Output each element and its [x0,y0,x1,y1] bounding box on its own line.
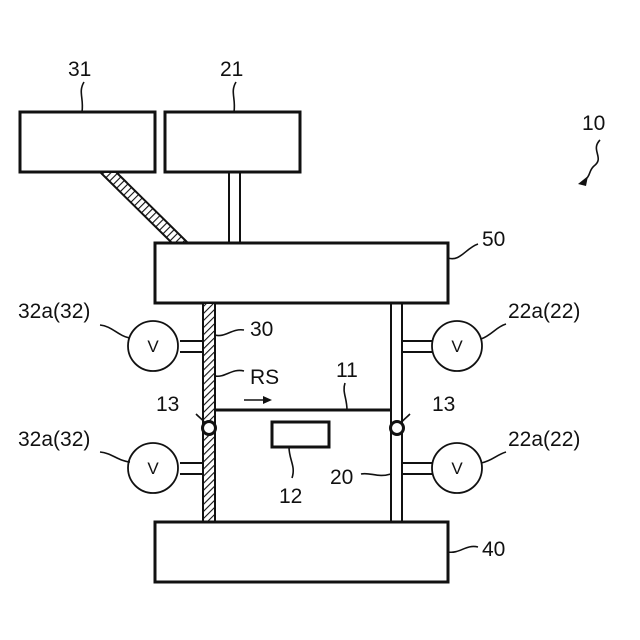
item-12 [272,422,329,447]
hinge-left [203,422,216,435]
leader-12 [289,447,293,478]
label-30: 30 [250,318,273,341]
block-31 [20,112,155,172]
leader-32a-top [100,325,130,338]
label-10: 10 [582,112,605,135]
label-32a-bottom: 32a(32) [18,428,90,451]
leader-11 [344,383,347,410]
label-13-left: 13 [156,393,179,416]
label-12: 12 [279,485,302,508]
arrow-10 [578,176,588,186]
label-40: 40 [482,538,505,561]
label-21: 21 [220,58,243,81]
label-20: 20 [330,466,353,489]
hinge-right [391,422,404,435]
label-31: 31 [68,58,91,81]
leader-30 [215,330,244,336]
leader-50 [448,244,478,259]
valve-left-bottom: V [128,443,178,493]
label-22a-bottom: 22a(22) [508,428,580,451]
leader-22a-bottom [481,452,506,463]
valve-symbol: V [147,459,159,478]
block-40 [155,522,448,582]
leader-10 [582,140,600,182]
leader-21 [233,82,236,112]
label-13-right: 13 [432,393,455,416]
leader-20 [361,474,391,476]
valve-symbol: V [451,459,463,478]
block-50 [155,243,448,303]
label-rs: RS [250,366,279,389]
leader-31 [81,82,84,112]
valve-left-top: V [128,321,178,371]
leader-40 [448,546,478,552]
valve-right-top: V [432,321,482,371]
label-50: 50 [482,228,505,251]
direction-arrow-head [263,396,272,404]
label-32a-top: 32a(32) [18,300,90,323]
block-21 [165,112,300,172]
label-11: 11 [336,359,358,382]
valve-symbol: V [147,337,159,356]
valve-symbol: V [451,337,463,356]
leader-32a-bottom [100,452,130,462]
valve-right-bottom: V [432,443,482,493]
pipe-31-diagonal [100,172,188,243]
leader-rs [215,370,244,376]
label-22a-top: 22a(22) [508,300,580,323]
pipe-30 [203,303,215,522]
leader-22a-top [481,324,506,339]
